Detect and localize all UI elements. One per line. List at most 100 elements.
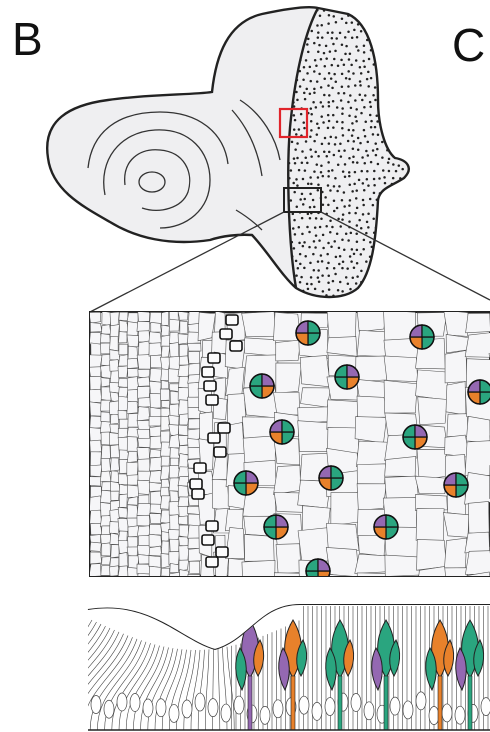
stipple-dot xyxy=(380,282,383,285)
tissue-cell xyxy=(357,573,386,603)
stipple-dot xyxy=(373,170,376,173)
basal-cell xyxy=(442,704,452,722)
stipple-dot xyxy=(387,161,390,164)
stipple-dot xyxy=(300,276,303,279)
stipple-dot xyxy=(324,65,327,68)
stipple-dot xyxy=(347,14,350,16)
stipple-dot xyxy=(367,282,370,285)
stipple-dot xyxy=(312,101,315,104)
stipple-dot xyxy=(360,270,363,273)
tissue-cell xyxy=(244,338,277,356)
stipple-dot xyxy=(332,126,335,129)
tissue-cell xyxy=(119,344,128,355)
stipple-dot xyxy=(313,42,316,45)
tissue-cell xyxy=(331,492,359,525)
stipple-dot xyxy=(359,66,362,69)
stipple-dot xyxy=(341,199,344,202)
stipple-dot xyxy=(317,155,320,158)
tissue-cell xyxy=(90,323,101,332)
stipple-dot xyxy=(383,112,386,115)
stipple-dot xyxy=(310,283,313,286)
stipple-dot xyxy=(405,277,408,280)
stipple-dot xyxy=(307,213,310,216)
stipple-dot xyxy=(348,212,351,215)
stipple-dot xyxy=(306,43,309,46)
stipple-dot xyxy=(407,22,410,25)
stipple-dot xyxy=(386,35,389,38)
stipple-dot xyxy=(383,45,386,48)
stipple-dot xyxy=(370,126,373,129)
tissue-cell xyxy=(100,471,110,482)
stipple-dot xyxy=(352,147,355,150)
tissue-cell xyxy=(356,356,387,382)
tissue-cell xyxy=(188,419,201,429)
stipple-dot xyxy=(404,49,407,52)
stipple-dot xyxy=(370,273,373,276)
stipple-dot xyxy=(348,129,351,132)
stipple-dot xyxy=(370,49,373,52)
stipple-dot xyxy=(341,85,344,88)
cell-cluster xyxy=(270,420,294,444)
tissue-cell xyxy=(178,334,189,345)
stipple-dot xyxy=(397,143,400,146)
stipple-dot xyxy=(351,248,354,251)
stipple-dot xyxy=(334,273,337,276)
tissue-cell xyxy=(169,311,178,320)
stipple-dot xyxy=(303,267,306,270)
stipple-dot xyxy=(353,294,356,297)
stipple-dot xyxy=(320,101,323,104)
stipple-dot xyxy=(365,150,368,153)
stipple-dot xyxy=(322,234,325,237)
stipple-dot xyxy=(366,221,369,224)
stipple-dot xyxy=(395,170,398,173)
stipple-dot xyxy=(309,92,312,95)
stipple-dot xyxy=(370,266,373,269)
stipple-dot xyxy=(328,288,331,291)
stipple-dot xyxy=(386,22,389,25)
tissue-cell xyxy=(110,401,119,416)
stipple-dot xyxy=(401,42,404,45)
tissue-cell xyxy=(150,426,161,437)
stipple-dot xyxy=(301,162,304,165)
stipple-dot xyxy=(341,290,344,293)
stipple-dot xyxy=(362,204,365,207)
stipple-dot xyxy=(353,29,356,32)
stipple-dot xyxy=(310,113,313,116)
stipple-dot xyxy=(396,240,399,243)
tissue-cell xyxy=(188,448,200,460)
stipple-dot xyxy=(382,225,385,228)
stipple-dot xyxy=(407,247,410,250)
stipple-dot xyxy=(397,129,400,132)
stipple-dot xyxy=(387,10,390,13)
stipple-dot xyxy=(341,107,344,110)
tissue-cell xyxy=(102,325,111,335)
stipple-dot xyxy=(302,78,305,81)
tissue-cell xyxy=(101,378,110,387)
stipple-dot xyxy=(348,114,351,117)
stipple-dot xyxy=(397,267,400,270)
stipple-dot xyxy=(400,66,403,69)
basal-cell xyxy=(429,707,439,725)
tissue-cell xyxy=(445,568,468,591)
stipple-dot xyxy=(335,81,338,84)
tissue-cell xyxy=(127,505,138,519)
stipple-dot xyxy=(320,86,323,89)
stipple-dot xyxy=(386,134,389,137)
stipple-dot xyxy=(345,22,348,25)
tissue-cell xyxy=(385,456,416,476)
tissue-cell xyxy=(188,429,200,440)
stipple-dot xyxy=(309,135,312,138)
stipple-dot xyxy=(376,44,379,47)
stipple-dot xyxy=(333,73,336,76)
stipple-dot xyxy=(391,70,394,73)
stipple-dot xyxy=(359,84,362,87)
tissue-cell xyxy=(170,539,180,552)
basal-cell xyxy=(169,704,179,722)
stipple-dot xyxy=(363,65,366,68)
stipple-dot xyxy=(286,290,289,293)
stained-cell-stalk xyxy=(438,676,442,730)
stipple-dot xyxy=(356,249,359,252)
stipple-dot xyxy=(372,94,375,97)
stipple-dot xyxy=(298,242,301,245)
basal-cell xyxy=(117,693,127,711)
